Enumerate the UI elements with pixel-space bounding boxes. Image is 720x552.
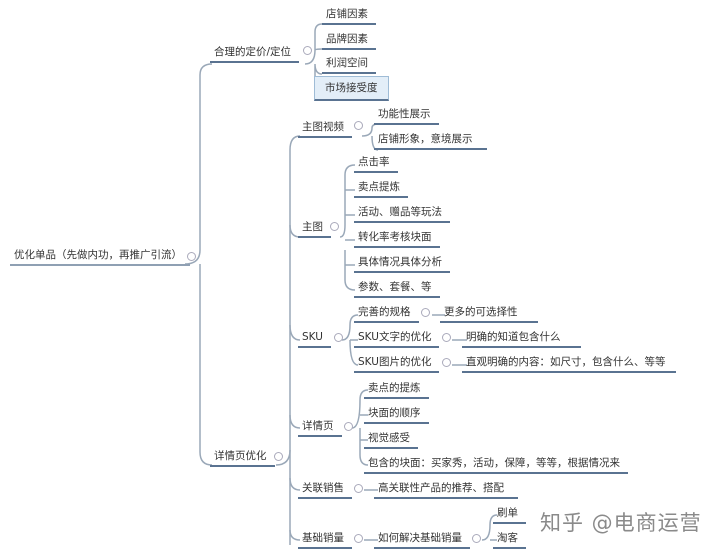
pricing-child[interactable]: 店铺因素 bbox=[322, 7, 376, 25]
video-child[interactable]: 店铺形象，意境展示 bbox=[374, 132, 487, 150]
detail-page-child[interactable]: 块面的顺序 bbox=[364, 406, 429, 424]
collapse-icon[interactable] bbox=[354, 484, 363, 493]
pricing-node[interactable]: 合理的定价/定位 bbox=[210, 45, 300, 63]
detail-node[interactable]: 详情页优化 bbox=[210, 449, 275, 467]
main-image-node[interactable]: 主图 bbox=[298, 220, 331, 238]
pricing-child-selected[interactable]: 市场接受度 bbox=[314, 76, 389, 101]
sku-child[interactable]: 完善的规格 bbox=[354, 305, 419, 323]
collapse-icon[interactable] bbox=[442, 358, 451, 367]
collapse-icon[interactable] bbox=[354, 121, 363, 130]
collapse-icon[interactable] bbox=[330, 222, 339, 231]
watermark: 知乎 @电商运营 bbox=[540, 511, 702, 535]
base-sales-detail[interactable]: 如何解决基础销量 bbox=[374, 531, 470, 549]
related-sales-detail[interactable]: 高关联性产品的推荐、搭配 bbox=[374, 481, 518, 499]
detail-page-child[interactable]: 包含的块面：买家秀，活动，保障，等等，根据情况来 bbox=[364, 456, 628, 474]
sku-detail[interactable]: 明确的知道包含什么 bbox=[462, 330, 581, 348]
pricing-child[interactable]: 品牌因素 bbox=[322, 32, 376, 50]
related-sales-node[interactable]: 关联销售 bbox=[298, 481, 352, 499]
base-sales-child[interactable]: 刷单 bbox=[493, 506, 526, 524]
root-node[interactable]: 优化单品（先做内功，再推广引流） bbox=[10, 248, 190, 266]
sku-node[interactable]: SKU bbox=[298, 330, 331, 348]
collapse-icon[interactable] bbox=[274, 452, 283, 461]
pricing-child[interactable]: 利润空间 bbox=[322, 56, 376, 74]
collapse-icon[interactable] bbox=[187, 252, 196, 261]
collapse-icon[interactable] bbox=[303, 46, 312, 55]
sku-child[interactable]: SKU图片的优化 bbox=[354, 355, 440, 373]
detail-page-child[interactable]: 卖点的提炼 bbox=[364, 381, 429, 399]
main-image-child[interactable]: 点击率 bbox=[354, 155, 398, 173]
collapse-icon[interactable] bbox=[442, 333, 451, 342]
collapse-icon[interactable] bbox=[354, 534, 363, 543]
sku-detail[interactable]: 更多的可选择性 bbox=[440, 305, 538, 323]
collapse-icon[interactable] bbox=[421, 308, 430, 317]
main-image-child[interactable]: 卖点提炼 bbox=[354, 180, 408, 198]
sku-child[interactable]: SKU文字的优化 bbox=[354, 330, 440, 348]
detail-page-node[interactable]: 详情页 bbox=[298, 419, 342, 437]
sku-detail[interactable]: 直观明确的内容：如尺寸，包含什么、等等 bbox=[462, 355, 676, 373]
main-image-child[interactable]: 转化率考核块面 bbox=[354, 230, 440, 248]
video-child[interactable]: 功能性展示 bbox=[374, 107, 439, 125]
base-sales-child[interactable]: 淘客 bbox=[493, 531, 526, 549]
collapse-icon[interactable] bbox=[344, 422, 353, 431]
main-image-child[interactable]: 活动、赠品等玩法 bbox=[354, 205, 450, 223]
base-sales-node[interactable]: 基础销量 bbox=[298, 531, 352, 549]
video-node[interactable]: 主图视频 bbox=[298, 120, 352, 138]
detail-page-child[interactable]: 视觉感受 bbox=[364, 431, 418, 449]
main-image-child[interactable]: 具体情况具体分析 bbox=[354, 255, 450, 273]
collapse-icon[interactable] bbox=[334, 333, 343, 342]
collapse-icon[interactable] bbox=[472, 534, 481, 543]
main-image-child[interactable]: 参数、套餐、等 bbox=[354, 280, 440, 298]
